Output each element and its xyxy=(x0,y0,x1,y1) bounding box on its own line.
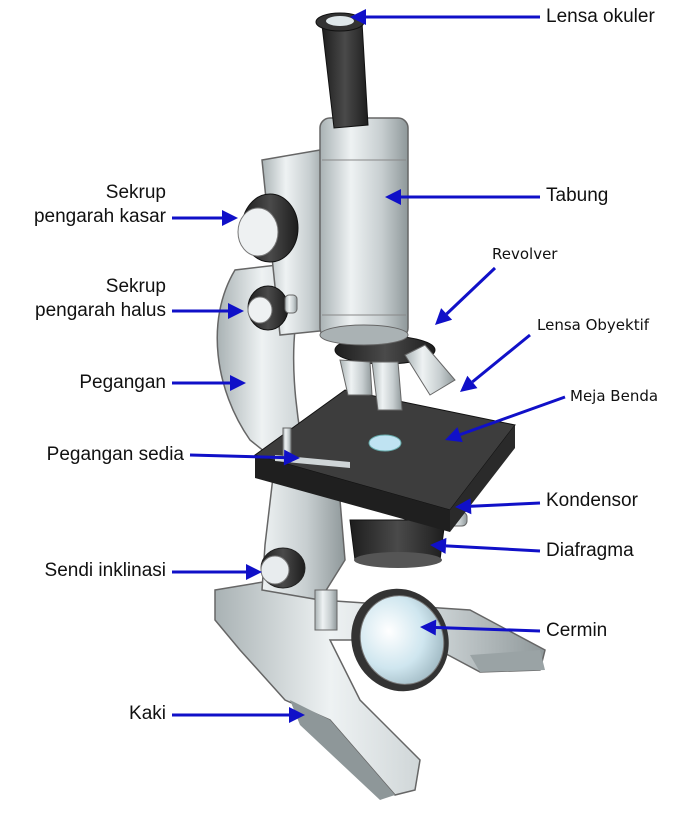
tube xyxy=(320,118,408,345)
label-lensa-obyektif: Lensa Obyektif xyxy=(537,314,649,336)
arrow-sekrup-kasar-head xyxy=(222,210,238,226)
label-sekrup-kasar-2: pengarah kasar xyxy=(34,206,166,228)
label-meja-benda: Meja Benda xyxy=(570,385,658,407)
label-revolver: Revolver xyxy=(492,243,557,265)
label-sekrup-kasar-1: Sekrup xyxy=(106,182,166,204)
label-sekrup-halus-2: pengarah halus xyxy=(35,300,166,322)
inclination-joint xyxy=(261,548,305,588)
label-pegangan-sedia: Pegangan sedia xyxy=(47,444,184,466)
label-sendi-inklinasi: Sendi inklinasi xyxy=(45,560,166,582)
label-cermin: Cermin xyxy=(546,620,607,642)
label-pegangan: Pegangan xyxy=(79,372,166,394)
label-lensa-okuler: Lensa okuler xyxy=(546,6,655,28)
arrow-lensa-obyektif-shaft xyxy=(472,335,530,382)
arrow-sendi-inklinasi-head xyxy=(246,564,262,580)
arrow-revolver-shaft xyxy=(447,268,495,314)
label-kondensor: Kondensor xyxy=(546,490,638,512)
label-sekrup-halus-1: Sekrup xyxy=(106,276,166,298)
label-diafragma: Diafragma xyxy=(546,540,634,562)
label-kaki: Kaki xyxy=(129,703,166,725)
label-tabung: Tabung xyxy=(546,185,608,207)
eyepiece xyxy=(316,13,368,128)
arrow-kondensor-shaft xyxy=(471,503,540,506)
arrow-diafragma-shaft xyxy=(446,546,540,551)
coarse-knob xyxy=(238,194,298,262)
